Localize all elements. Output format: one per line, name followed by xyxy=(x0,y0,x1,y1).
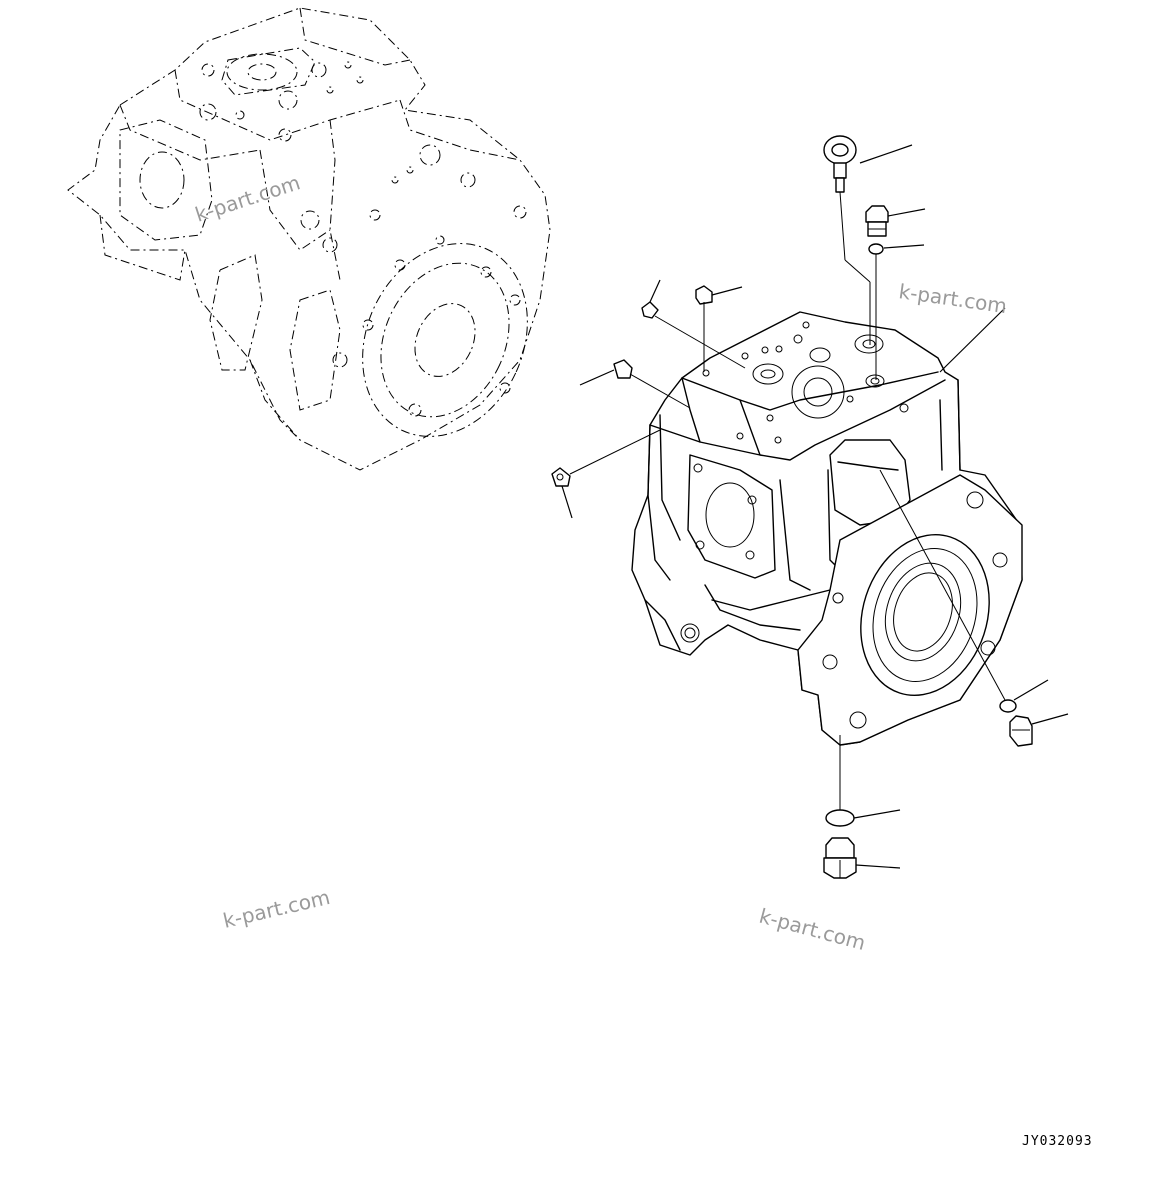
plug-left-lower xyxy=(613,359,633,379)
watermark-text: k-part.com xyxy=(757,904,868,955)
drawing-code: JY032093 xyxy=(1022,1134,1093,1149)
reference-pump-assembly xyxy=(67,7,551,471)
plug-right-side xyxy=(1009,715,1033,747)
o-ring-top-right xyxy=(868,243,884,255)
o-ring-bottom xyxy=(825,809,855,827)
leader-lines xyxy=(561,144,1069,869)
pump-case xyxy=(631,311,1023,746)
plug-left-bottom xyxy=(551,467,571,487)
watermark-text: k-part.com xyxy=(221,885,332,933)
plug-top-right xyxy=(865,205,889,237)
eye-bolt xyxy=(823,135,857,193)
watermark-text: k-part.com xyxy=(192,170,303,226)
watermark-text: k-part.com xyxy=(897,279,1008,318)
plug-left-middle xyxy=(695,285,713,305)
plug-bottom xyxy=(823,837,857,879)
o-ring-right-side xyxy=(999,699,1017,713)
plug-left-upper xyxy=(641,301,659,319)
